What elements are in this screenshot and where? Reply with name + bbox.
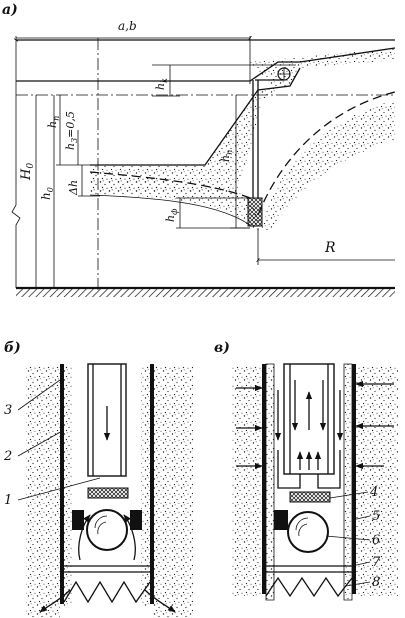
dim-hk-line: [152, 64, 296, 97]
panel-v-outer-wall-left: [262, 364, 266, 594]
panel-v-callout-6-leader: [325, 535, 371, 541]
panel-b-flow-curve-right: [123, 514, 136, 561]
panel-v-tip-plate: [266, 565, 352, 573]
panel-v-annulus-connect: [277, 450, 341, 489]
panel-v-valve-plate: [289, 491, 331, 503]
dim-ab-line: [16, 36, 250, 40]
excavation-slope-sand: [90, 48, 395, 195]
dim-H0-label: H0: [19, 163, 36, 181]
dim-hp-line: [56, 95, 92, 166]
dim-hf-line: [176, 197, 250, 229]
break-symbol: [11, 40, 21, 288]
panel-b-ball-shade: [94, 515, 108, 535]
panel-b-valve-seat: [72, 510, 142, 530]
panel-v-callout-8: 8: [372, 575, 380, 590]
panel-b-jet-right: [144, 589, 176, 613]
panel-b-callout-2: 2: [3, 449, 12, 464]
wellpoint-pipe: [252, 80, 259, 198]
panel-b-soil-right: [153, 366, 193, 618]
panel-b-valve-plate: [87, 487, 129, 499]
depression-cone-sand: [90, 100, 395, 230]
panel-b-outer-wall-left: [60, 364, 64, 604]
panel-b-callout-1-leader: [17, 477, 101, 501]
panel-v: в): [214, 340, 398, 601]
excavation-slope-line: [90, 67, 301, 166]
panel-b: б) 3 2 1: [3, 340, 193, 618]
panel-v-wall-segments: [265, 363, 353, 601]
excavation-outline: [16, 47, 396, 82]
panel-v-inner-pipe-wall: [289, 364, 329, 474]
panel-v-callout-5-leader: [351, 515, 371, 521]
panel-v-outer-wall-right: [352, 364, 356, 594]
panel-b-label: б): [4, 340, 21, 356]
pump-cross: [278, 68, 290, 80]
dim-h0-label: h0: [39, 187, 55, 200]
panel-v-label: в): [214, 340, 230, 356]
depression-curve-outer: [257, 91, 396, 216]
panel-v-callout-8-leader: [345, 581, 371, 587]
panel-v-callout-7-leader: [351, 561, 371, 567]
dim-ab-label: a,b: [118, 19, 137, 33]
panel-b-ball: [86, 509, 128, 551]
panel-b-jet-left: [39, 589, 71, 613]
dim-R-label: R: [324, 240, 336, 256]
panel-b-callout-2-leader: [17, 429, 65, 457]
panel-b-tip-plate: [64, 565, 150, 573]
panel-v-ball-shade: [295, 517, 309, 537]
panel-v-soil-left: [232, 366, 262, 596]
panel-a: а) a,b hk: [2, 2, 396, 297]
panel-a-label: а): [2, 2, 18, 18]
panel-v-callout-5: 5: [372, 509, 380, 524]
panel-b-inner-pipe-wall: [92, 364, 122, 476]
dim-hn-label: hn: [219, 150, 234, 162]
panel-b-sand-core: [62, 366, 72, 606]
panel-b-tip-teeth: [63, 580, 151, 604]
panel-b-soil-left: [26, 366, 60, 618]
panel-v-soil-right: [356, 366, 398, 596]
panel-b-outer-wall-right: [150, 364, 154, 604]
wellpoint-filter: [247, 197, 263, 227]
panel-b-sand-core-r: [141, 366, 151, 606]
panel-v-callout-7: 7: [372, 555, 381, 570]
panel-b-callout-1: 1: [4, 493, 12, 508]
dim-hk-label: hk: [154, 78, 169, 90]
dim-hp-label: hn: [46, 116, 61, 128]
panel-b-flow-curve-left: [78, 514, 91, 561]
panel-b-callout-3: 3: [4, 403, 12, 418]
dim-dh-line: [78, 165, 100, 197]
panel-v-valve-seat: [274, 510, 288, 530]
panel-v-tip-teeth: [265, 576, 353, 598]
dim-hf-label: hф: [164, 209, 179, 222]
panel-b-callout-3-leader: [17, 379, 61, 411]
impermeable-base-hatch: [16, 289, 395, 297]
panel-v-callout-6: 6: [372, 533, 380, 548]
panel-v-ball: [287, 511, 329, 553]
dim-dh-label: Δh: [67, 180, 80, 196]
cone-lower-line: [89, 194, 251, 226]
panel-v-callout-4: 4: [369, 485, 378, 500]
dim-h3-label: h3=0,5: [64, 111, 79, 150]
panel-v-callout-4-leader: [329, 491, 369, 499]
